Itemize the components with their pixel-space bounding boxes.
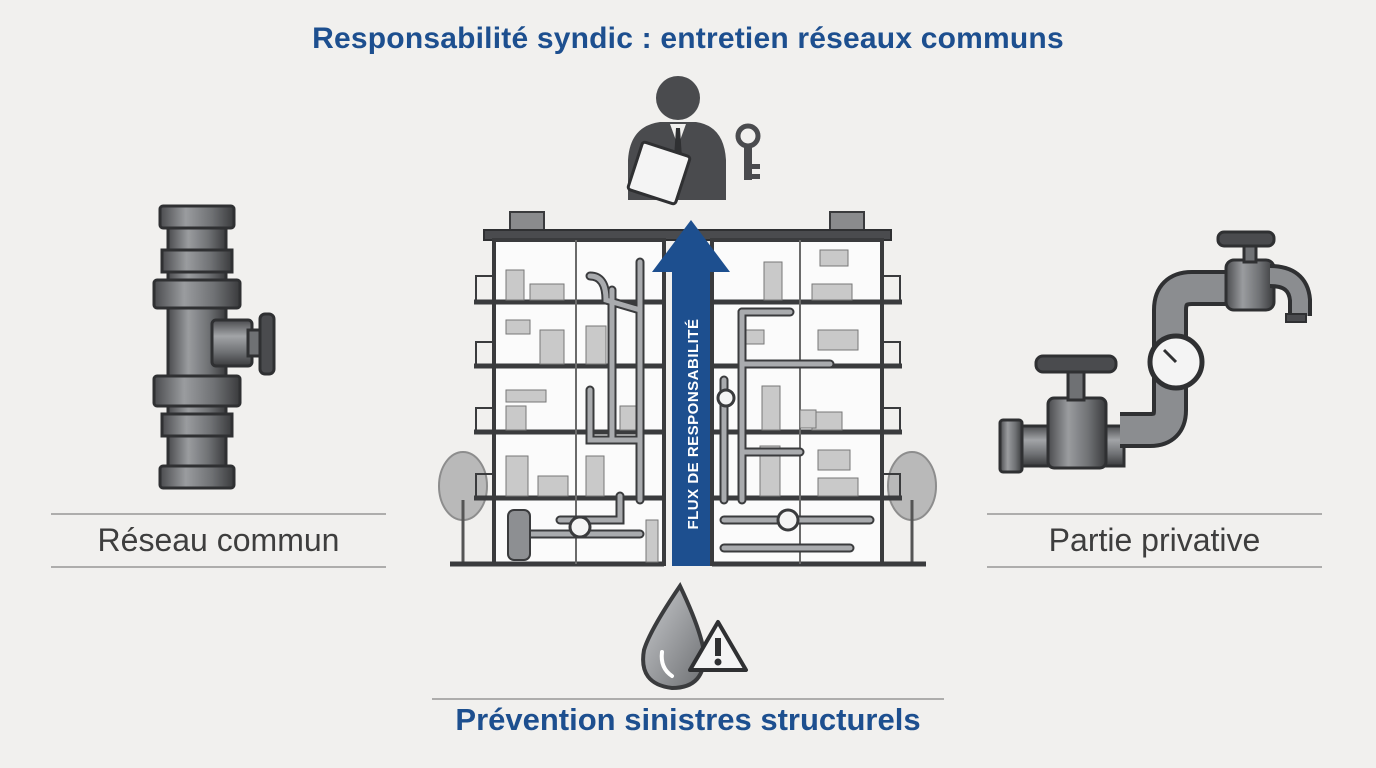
left-label: Réseau commun [97, 522, 340, 558]
footer-title: Prévention sinistres structurels [455, 702, 921, 737]
water-drop-warning-icon [641, 581, 748, 691]
right-label: Partie privative [1048, 522, 1261, 558]
faucet-valve-gauge-icon [998, 230, 1312, 474]
arrow-label: FLUX DE RESPONSABILITÉ [685, 318, 702, 529]
responsibility-arrow [652, 220, 730, 566]
page-title: Responsabilité syndic : entretien réseau… [312, 22, 1064, 55]
apartment-building-cutaway-icon [438, 211, 937, 567]
property-manager-with-keys-icon [626, 76, 761, 206]
vertical-pipe-valve-icon [152, 204, 276, 490]
